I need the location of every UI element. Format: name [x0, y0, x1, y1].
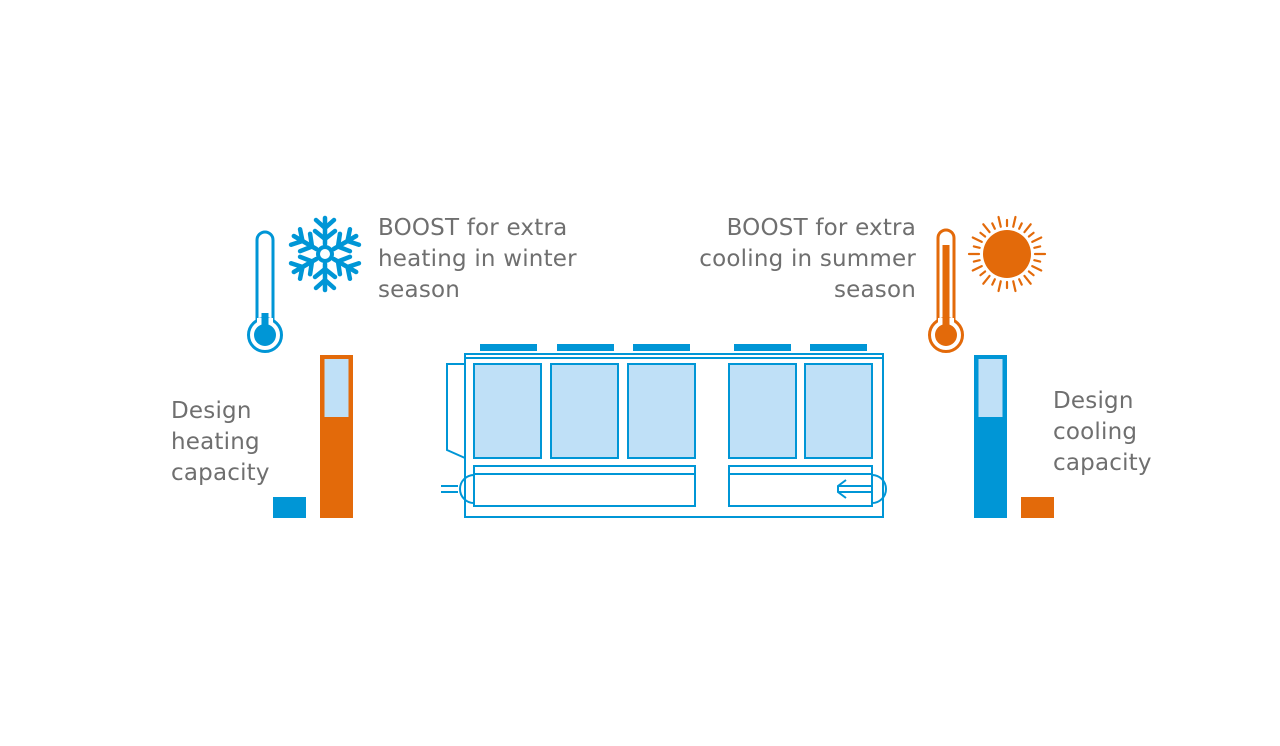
sun-ray [982, 274, 991, 285]
sun-ray [972, 245, 981, 249]
sun-ray [972, 259, 981, 263]
sun-ray [1023, 223, 1032, 234]
sun-ray [1031, 265, 1043, 272]
thermometer-high-icon [928, 228, 964, 353]
sun-ray [1033, 245, 1042, 249]
sun-ray [1012, 280, 1017, 293]
boost-heating-capacity-bar [320, 355, 353, 518]
heating-capacity-label-line: heating [171, 429, 260, 455]
sun-icon [967, 215, 1047, 293]
sun-ray [1027, 231, 1035, 238]
boost-cooling-capacity-bar [974, 355, 1007, 518]
design-heating-capacity-label: Design heating capacity [171, 396, 270, 489]
sun-ray [971, 236, 983, 243]
sun-ray [1023, 274, 1032, 285]
snowflake-icon [289, 215, 361, 290]
design-cooling-capacity-label: Design cooling capacity [1053, 386, 1152, 479]
thermometer-low-icon [247, 230, 283, 353]
design-cooling-capacity-bar [1021, 497, 1054, 518]
sun-ray [1027, 270, 1035, 277]
sun-ray [991, 278, 996, 286]
sun-ray [979, 231, 987, 238]
sun-ray [1018, 278, 1023, 286]
sun-ray [1033, 259, 1042, 263]
chiller-unit-icon [441, 344, 887, 518]
design-heating-capacity-bar [273, 497, 306, 518]
cooling-capacity-label-line: capacity [1053, 450, 1152, 476]
fan-tops [480, 344, 867, 351]
winter-boost-label: BOOST for extra heating in winter season [378, 213, 577, 306]
heating-capacity-label-line: capacity [171, 460, 270, 486]
coil-panels [473, 363, 873, 459]
sun-ray [979, 270, 987, 277]
sun-ray [1018, 222, 1023, 230]
sun-ray [1031, 236, 1043, 243]
cooling-capacity-label-line: cooling [1053, 419, 1138, 445]
sun-ray [997, 280, 1002, 293]
summer-boost-label-line: BOOST for extra [726, 215, 916, 241]
sun-ray [991, 222, 996, 230]
heating-capacity-label-line: Design [171, 398, 252, 424]
summer-boost-label-line: season [833, 277, 916, 303]
winter-boost-label-line: BOOST for extra [378, 215, 568, 241]
winter-boost-label-line: heating in winter [378, 246, 577, 272]
winter-boost-label-line: season [378, 277, 461, 303]
sun-ray [982, 223, 991, 234]
cooling-capacity-label-line: Design [1053, 388, 1134, 414]
summer-boost-label: BOOST for extra cooling in summer season [640, 213, 916, 306]
summer-boost-label-line: cooling in summer [699, 246, 916, 272]
sun-ray [971, 265, 983, 272]
sun-ray [1012, 215, 1017, 228]
sun-ray [997, 215, 1002, 228]
